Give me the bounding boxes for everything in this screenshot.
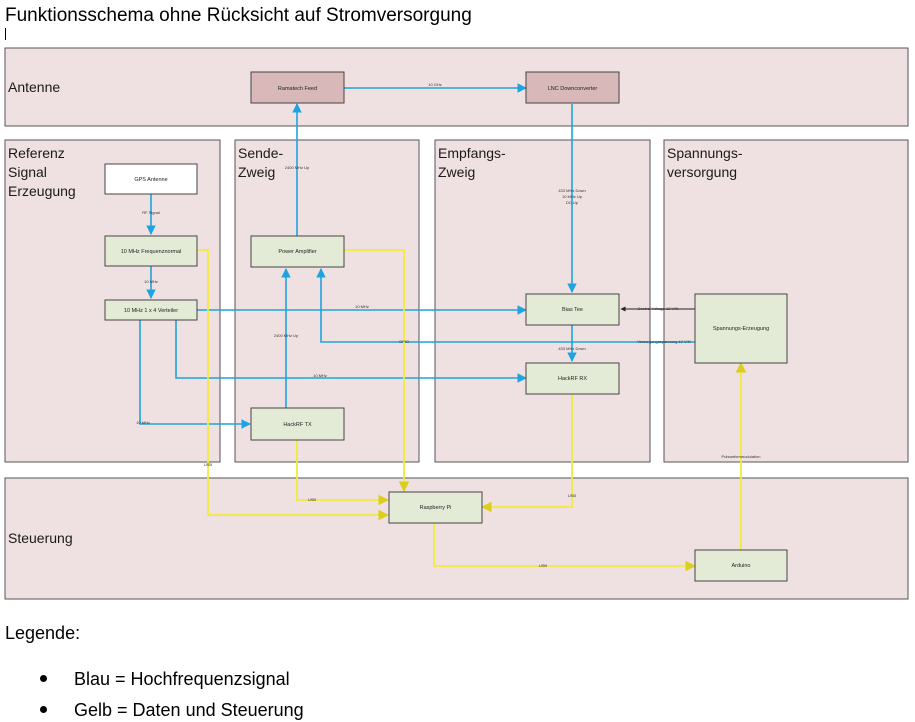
label-verteiler-hackrfrx: 10 MHz [313,373,327,378]
edge-hackrfrx-raspi [480,394,573,513]
svg-text:Raspberry Pi: Raspberry Pi [420,505,452,511]
box-gps-antenne: GPS Antenne [104,163,198,195]
label-lnc-biastee-3: DC Up [566,200,579,205]
box-lnc-downconverter: LNC Downconverter [525,71,620,104]
page-title: Funktionsschema ohne Rücksicht auf Strom… [5,5,472,26]
label-spannung-pa: Versorgungsspannung 12 V/N [637,339,690,344]
box-raspberry-pi: Raspberry Pi [388,491,483,524]
label-hackrfrx-raspi: USB [568,493,577,498]
bullet-icon [40,705,47,713]
region-label-referenz-1: Referenz [8,145,65,161]
box-arduino: Arduino [694,549,788,582]
region-label-referenz-3: Erzeugung [8,183,76,199]
region-label-empfang-2: Zweig [438,164,475,180]
edge-verteiler-hackrftx [139,320,251,429]
rf-connections [139,83,695,429]
label-freq-raspi: USB [204,462,213,467]
label-biastee-hackrfrx: 433 MHz Down [558,346,585,351]
svg-text:Ramatech Feed: Ramatech Feed [278,86,317,92]
box-hackrf-tx: HackRF TX [250,407,345,441]
edge-pa-raspi [344,249,410,493]
box-verteiler: 10 MHz 1 x 4 Verteiler [104,299,198,321]
box-power-amplifier: Power Amplifier [250,235,345,268]
label-pa-raspi: GPIO [399,339,409,344]
region-label-sende-2: Zweig [238,164,275,180]
label-raspi-arduino: USB [539,563,548,568]
svg-text:Power Amplifier: Power Amplifier [278,249,316,255]
svg-text:Arduino: Arduino [732,563,751,569]
label-freq-verteiler: 10 MHz [144,279,158,284]
label-hackrftx-pa: 2400 MHz Up [274,333,299,338]
region-label-antenne: Antenne [8,79,60,95]
label-verteiler-biastee: 10 MHz [355,304,369,309]
edge-spannung-pa [316,268,695,343]
function-diagram: Antenne Referenz Signal Erzeugung Sende-… [4,47,909,600]
label-feed-lnc: 10 GHz [428,82,442,87]
region-label-spannung-1: Spannungs- [667,145,743,161]
box-ramatech-feed: Ramatech Feed [250,71,345,104]
label-lnc-biastee-2: 10 MHz Up [562,194,583,199]
edge-raspi-arduino [433,523,697,572]
label-arduino-spannung: Pulsweitenmodulation [722,454,761,459]
box-bias-tee: Bias Tee [525,293,620,326]
label-verteiler-hackrftx: 10 MHz [136,420,150,425]
box-frequenznormal: 10 MHz Frequenznormal [104,235,198,267]
legend-title: Legende: [5,623,81,643]
region-label-spannung-2: versorgung [667,164,737,180]
edge-freq-raspi [197,249,390,521]
data-connections [197,249,747,572]
legend-item-yellow: Gelb = Daten und Steuerung [40,698,304,722]
label-pa-feed: 2400 MHz Up [285,165,310,170]
svg-text:10 MHz 1 x 4 Verteiler: 10 MHz 1 x 4 Verteiler [124,308,178,314]
box-spannungs-erzeugung: Spannungs-Erzeugung [694,293,788,364]
label-hackrftx-raspi: USB [308,497,317,502]
edge-labels: 10 GHz RF Signal 10 MHz 10 MHz 10 MHz 10… [136,82,760,568]
legend-text-yellow: Gelb = Daten und Steuerung [74,700,304,720]
svg-text:LNC Downconverter: LNC Downconverter [548,86,598,92]
region-antenne: Antenne [4,47,909,127]
region-label-empfang-1: Empfangs- [438,145,506,161]
region-label-referenz-2: Signal [8,164,47,180]
svg-text:HackRF TX: HackRF TX [283,422,312,428]
edge-hackrftx-raspi [296,440,390,506]
box-hackrf-rx: HackRF RX [525,362,620,395]
bullet-icon [40,674,47,682]
svg-text:GPS Antenne: GPS Antenne [134,177,167,183]
label-gps-freq: RF Signal [142,210,160,215]
label-spannung-biastee: Control Voltage 12 V/N [638,306,679,311]
edge-verteiler-hackrfrx [175,320,527,383]
text-cursor [5,28,6,40]
legend-item-blue: Blau = Hochfrequenzsignal [40,667,290,691]
region-label-steuerung: Steuerung [8,530,73,546]
label-lnc-biastee-1: 433 MHz Down [558,188,585,193]
svg-text:10 MHz Frequenznormal: 10 MHz Frequenznormal [121,249,182,255]
svg-text:Spannungs-Erzeugung: Spannungs-Erzeugung [713,326,769,332]
svg-text:HackRF RX: HackRF RX [558,376,587,382]
region-label-sende-1: Sende- [238,145,283,161]
svg-text:Bias Tee: Bias Tee [562,307,583,313]
legend-text-blue: Blau = Hochfrequenzsignal [74,669,290,689]
